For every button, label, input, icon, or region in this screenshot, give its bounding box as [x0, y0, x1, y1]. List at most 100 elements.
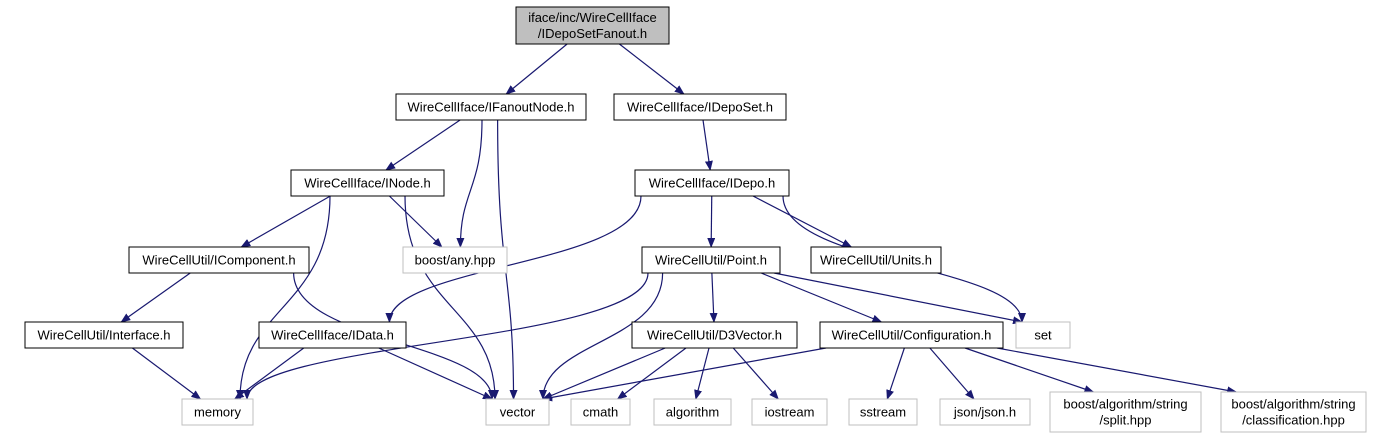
node-d3vector-box — [631, 321, 798, 349]
edge-ifanoutnode-to-boostany — [456, 119, 483, 248]
node-boostany-box — [402, 246, 508, 274]
node-jsonh: json/json.h — [939, 398, 1031, 426]
node-d3vector-label-0: WireCellUtil/D3Vector.h — [647, 328, 782, 343]
edge-idepo-to-point — [707, 195, 716, 248]
node-inode-box — [290, 169, 445, 197]
node-ideposet-box — [613, 93, 787, 121]
edge-d3vector-to-algorithm — [694, 347, 710, 400]
edge-idata-to-vector — [378, 347, 493, 400]
node-units-box — [810, 246, 942, 274]
node-interface-label-0: WireCellUtil/Interface.h — [38, 328, 171, 343]
node-ifanoutnode[interactable]: WireCellIface/IFanoutNode.h — [395, 93, 587, 121]
node-ifanoutnode-label-0: WireCellIface/IFanoutNode.h — [408, 100, 575, 115]
node-set: set — [1015, 321, 1071, 349]
node-units-label-0: WireCellUtil/Units.h — [820, 253, 932, 268]
node-root-box — [515, 6, 670, 45]
edge-inode-to-vector — [404, 195, 499, 400]
edge-point-to-configuration — [760, 272, 883, 323]
node-inode[interactable]: WireCellIface/INode.h — [290, 169, 445, 197]
node-split-label-1: /split.hpp — [1099, 413, 1151, 428]
edge-root-to-ideposet — [619, 43, 685, 95]
edge-interface-to-memory — [132, 347, 202, 400]
edge-ideposet-to-idepo — [702, 119, 713, 171]
node-ifanoutnode-box — [395, 93, 587, 121]
node-classification-box — [1220, 391, 1367, 433]
node-root-label-1: /IDepoSetFanout.h — [538, 26, 647, 41]
node-algorithm: algorithm — [653, 398, 732, 426]
node-point-label-0: WireCellUtil/Point.h — [655, 253, 767, 268]
node-root-label-0: iface/inc/WireCellIface — [528, 10, 657, 25]
node-classification-label-1: /classification.hpp — [1242, 413, 1345, 428]
node-inode-label-0: WireCellIface/INode.h — [304, 176, 430, 191]
edge-ifanoutnode-to-inode — [385, 119, 461, 171]
node-configuration-label-0: WireCellUtil/Configuration.h — [832, 328, 992, 343]
node-cmath-label-0: cmath — [583, 405, 618, 420]
node-memory-label-0: memory — [194, 405, 241, 420]
node-iostream-label-0: iostream — [765, 405, 815, 420]
node-vector-box — [485, 398, 550, 426]
edge-configuration-to-classification — [996, 347, 1238, 395]
node-interface-box — [24, 321, 184, 349]
node-idata-label-0: WireCellIface/IData.h — [271, 328, 394, 343]
node-sstream-label-0: sstream — [860, 405, 906, 420]
node-jsonh-box — [939, 398, 1031, 426]
node-cmath: cmath — [570, 398, 631, 426]
node-iostream: iostream — [751, 398, 828, 426]
edge-point-to-set — [773, 272, 1023, 325]
node-icomponent-label-0: WireCellUtil/IComponent.h — [142, 253, 295, 268]
node-idata-box — [258, 321, 407, 349]
node-split-box — [1049, 391, 1202, 433]
node-algorithm-box — [653, 398, 732, 426]
node-memory: memory — [181, 398, 254, 426]
edge-icomponent-to-interface — [120, 272, 191, 323]
edge-configuration-to-vector — [542, 347, 827, 402]
edge-idepo-to-idata — [385, 195, 642, 323]
node-set-label-0: set — [1034, 328, 1052, 343]
edge-point-to-d3vector — [709, 272, 718, 323]
node-boostany: boost/any.hpp — [402, 246, 508, 274]
node-idata[interactable]: WireCellIface/IData.h — [258, 321, 407, 349]
node-configuration[interactable]: WireCellUtil/Configuration.h — [819, 321, 1004, 349]
edge-inode-to-memory — [236, 195, 331, 400]
edge-point-to-memory — [243, 272, 649, 400]
node-icomponent[interactable]: WireCellUtil/IComponent.h — [128, 246, 310, 274]
edge-d3vector-to-vector — [542, 347, 666, 400]
node-vector: vector — [485, 398, 550, 426]
node-interface[interactable]: WireCellUtil/Interface.h — [24, 321, 184, 349]
edge-inode-to-icomponent — [240, 195, 331, 248]
node-split-label-0: boost/algorithm/string — [1063, 397, 1187, 412]
node-d3vector[interactable]: WireCellUtil/D3Vector.h — [631, 321, 798, 349]
node-sstream: sstream — [848, 398, 918, 426]
node-classification: boost/algorithm/string/classification.hp… — [1220, 391, 1367, 433]
edge-configuration-to-split — [964, 347, 1095, 393]
edge-idata-to-memory — [233, 347, 305, 400]
nodes-layer: iface/inc/WireCellIface/IDepoSetFanout.h… — [24, 6, 1367, 433]
node-idepo[interactable]: WireCellIface/IDepo.h — [634, 169, 790, 197]
node-set-box — [1015, 321, 1071, 349]
node-split: boost/algorithm/string/split.hpp — [1049, 391, 1202, 433]
node-boostany-label-0: boost/any.hpp — [415, 253, 496, 268]
node-ideposet[interactable]: WireCellIface/IDepoSet.h — [613, 93, 787, 121]
node-classification-label-0: boost/algorithm/string — [1231, 397, 1355, 412]
node-idepo-label-0: WireCellIface/IDepo.h — [649, 176, 775, 191]
node-vector-label-0: vector — [500, 405, 536, 420]
edge-configuration-to-sstream — [886, 347, 905, 400]
node-cmath-box — [570, 398, 631, 426]
node-memory-box — [181, 398, 254, 426]
node-sstream-box — [848, 398, 918, 426]
node-configuration-box — [819, 321, 1004, 349]
edge-inode-to-boostany — [388, 195, 443, 248]
node-iostream-box — [751, 398, 828, 426]
edge-configuration-to-jsonh — [929, 347, 975, 400]
node-root[interactable]: iface/inc/WireCellIface/IDepoSetFanout.h — [515, 6, 670, 45]
node-ideposet-label-0: WireCellIface/IDepoSet.h — [627, 100, 773, 115]
edge-d3vector-to-cmath — [616, 347, 687, 400]
node-point-box — [641, 246, 781, 274]
node-units[interactable]: WireCellUtil/Units.h — [810, 246, 942, 274]
node-idepo-box — [634, 169, 790, 197]
node-point[interactable]: WireCellUtil/Point.h — [641, 246, 781, 274]
edge-root-to-ifanoutnode — [505, 43, 568, 95]
edge-idepo-to-units — [752, 195, 853, 248]
node-algorithm-label-0: algorithm — [666, 405, 719, 420]
